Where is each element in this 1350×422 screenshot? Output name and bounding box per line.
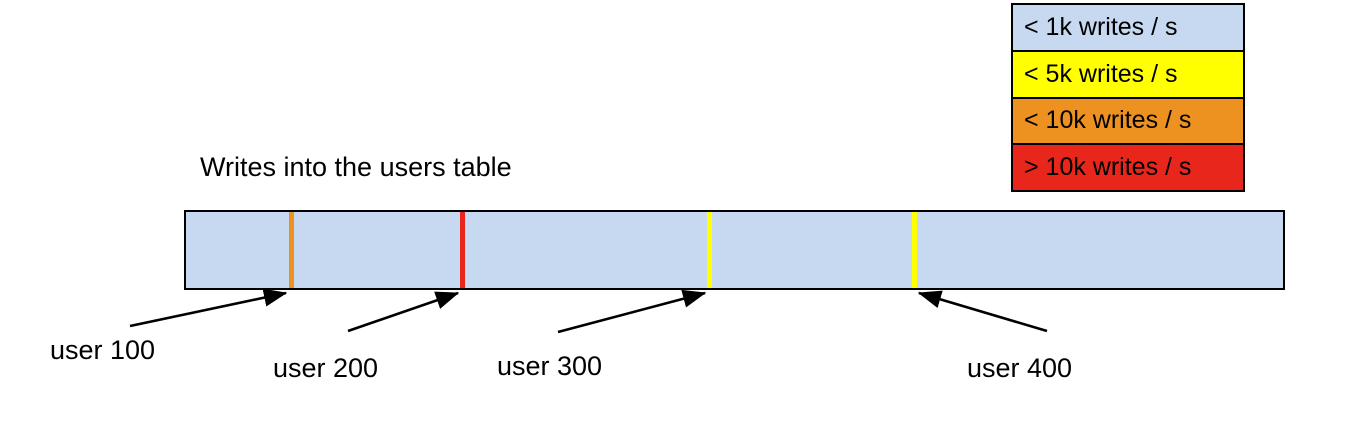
label-user-100: user 100	[50, 335, 156, 365]
legend-row-under-1k: < 1k writes / s	[1013, 5, 1243, 52]
users-table-bar	[184, 210, 1285, 290]
marker-user-200	[460, 212, 465, 288]
legend-label-under-10k: < 10k writes / s	[1024, 106, 1192, 135]
arrow-user-200	[347, 291, 460, 333]
marker-user-400	[912, 212, 917, 288]
marker-user-100	[289, 212, 294, 288]
legend-label-under-1k: < 1k writes / s	[1024, 12, 1178, 41]
label-user-300: user 300	[497, 351, 603, 381]
legend-row-over-10k: > 10k writes / s	[1013, 145, 1243, 190]
legend: < 1k writes / s < 5k writes / s < 10k wr…	[1011, 3, 1245, 192]
arrow-user-100	[129, 288, 288, 328]
arrow-user-300	[557, 289, 707, 334]
legend-label-under-5k: < 5k writes / s	[1024, 59, 1178, 88]
marker-user-300	[707, 212, 712, 288]
chart-title: Writes into the users table	[200, 152, 512, 182]
label-user-400: user 400	[967, 353, 1073, 383]
legend-label-over-10k: > 10k writes / s	[1024, 153, 1192, 182]
legend-row-under-5k: < 5k writes / s	[1013, 51, 1243, 99]
label-user-200: user 200	[273, 353, 379, 383]
arrow-user-400	[917, 290, 1048, 333]
legend-row-under-10k: < 10k writes / s	[1013, 98, 1243, 146]
